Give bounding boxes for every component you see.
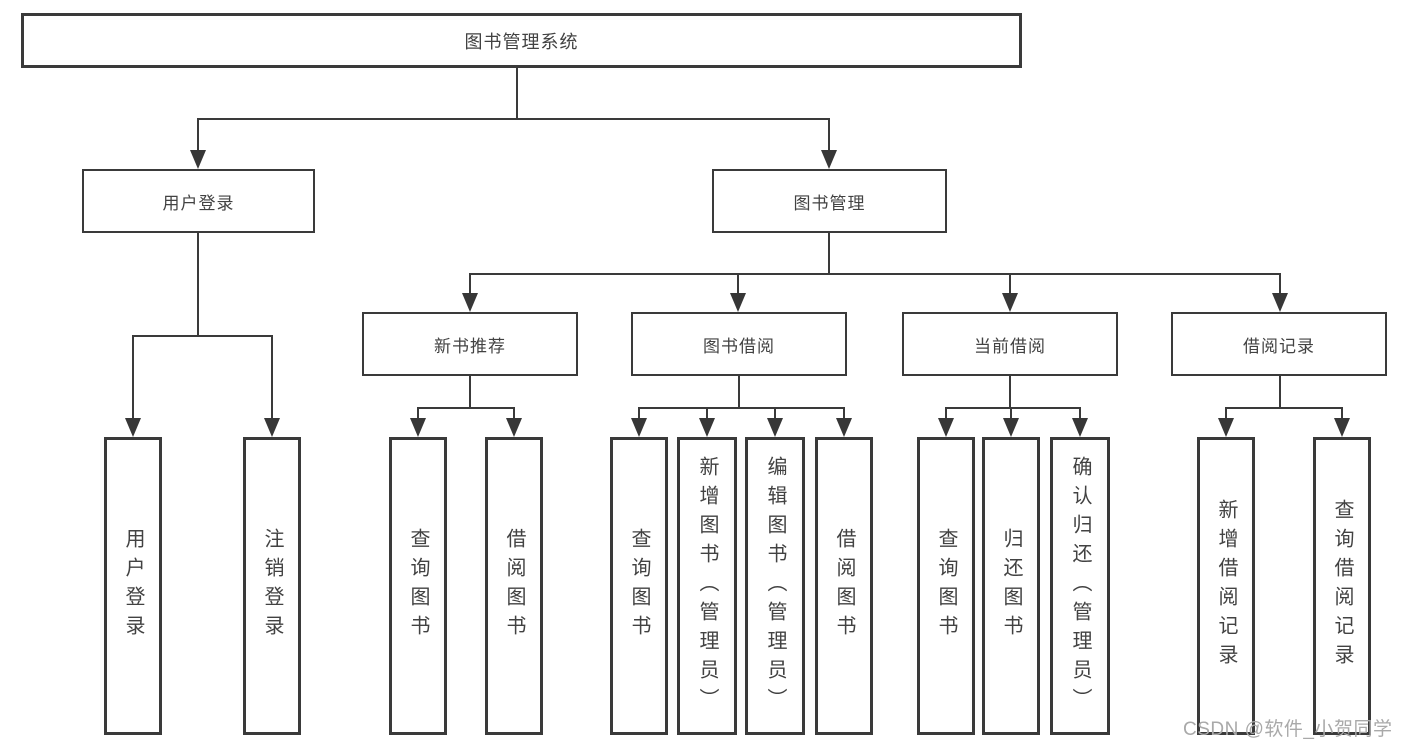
connector-drop <box>706 407 708 420</box>
arrow-down-icon <box>836 418 852 437</box>
arrow-down-icon <box>506 418 522 437</box>
node-leaf-add-borrow-record: 新增借阅记录 <box>1197 437 1255 735</box>
node-label: 图书管理系统 <box>464 31 579 52</box>
node-user-login: 用户登录 <box>82 169 315 233</box>
connector-drop <box>774 407 776 420</box>
node-label: 查询图书 <box>935 528 957 644</box>
connector-drop <box>1341 407 1343 420</box>
connector-book-mgmt-span <box>469 273 1281 275</box>
node-leaf-borrow-books-1: 借阅图书 <box>485 437 543 735</box>
node-book-management: 图书管理 <box>712 169 947 233</box>
arrow-down-icon <box>938 418 954 437</box>
node-leaf-query-books-3: 查询图书 <box>917 437 975 735</box>
connector-span <box>638 407 845 409</box>
node-label: 查询图书 <box>407 528 429 644</box>
node-label: 新增借阅记录 <box>1215 499 1237 673</box>
node-label: 借阅记录 <box>1243 336 1315 356</box>
node-leaf-query-books-2: 查询图书 <box>610 437 668 735</box>
connector-root-stem <box>516 66 518 120</box>
node-label: 用户登录 <box>122 528 144 644</box>
arrow-down-icon <box>631 418 647 437</box>
connector-drop <box>945 407 947 420</box>
arrow-down-icon <box>190 150 206 169</box>
arrow-down-icon <box>410 418 426 437</box>
node-leaf-confirm-return-admin: 确认归还（管理员） <box>1050 437 1110 735</box>
node-label: 编辑图书（管理员） <box>764 455 786 717</box>
node-leaf-borrow-books-2: 借阅图书 <box>815 437 873 735</box>
arrow-down-icon <box>125 418 141 437</box>
connector-book-mgmt-stem <box>828 233 830 275</box>
node-label: 查询图书 <box>628 528 650 644</box>
connector-drop <box>513 407 515 420</box>
node-book-borrowing: 图书借阅 <box>631 312 847 376</box>
node-leaf-query-borrow-record: 查询借阅记录 <box>1313 437 1371 735</box>
connector-root-drop-left <box>197 118 199 153</box>
node-label: 新增图书（管理员） <box>696 455 718 717</box>
node-label: 借阅图书 <box>503 528 525 644</box>
connector-user-login-span <box>132 335 273 337</box>
arrow-down-icon <box>264 418 280 437</box>
connector-stem <box>1009 376 1011 409</box>
node-label: 新书推荐 <box>434 336 506 356</box>
arrow-down-icon <box>1003 418 1019 437</box>
connector-stem <box>469 376 471 409</box>
connector-drop <box>1009 273 1011 295</box>
node-label: 借阅图书 <box>833 528 855 644</box>
connector-root-drop-right <box>828 118 830 153</box>
connector-drop <box>271 335 273 420</box>
connector-drop <box>1279 273 1281 295</box>
arrow-down-icon <box>462 293 478 312</box>
node-label: 用户登录 <box>162 193 235 213</box>
node-new-book-recommendation: 新书推荐 <box>362 312 578 376</box>
connector-drop <box>843 407 845 420</box>
node-leaf-add-books-admin: 新增图书（管理员） <box>677 437 737 735</box>
arrow-down-icon <box>1272 293 1288 312</box>
connector-stem <box>1279 376 1281 409</box>
arrow-down-icon <box>699 418 715 437</box>
arrow-down-icon <box>1218 418 1234 437</box>
node-leaf-query-books-1: 查询图书 <box>389 437 447 735</box>
connector-span <box>417 407 514 409</box>
arrow-down-icon <box>1002 293 1018 312</box>
arrow-down-icon <box>1334 418 1350 437</box>
connector-drop <box>1225 407 1227 420</box>
node-leaf-edit-books-admin: 编辑图书（管理员） <box>745 437 805 735</box>
connector-drop <box>737 273 739 295</box>
node-label: 图书借阅 <box>703 336 775 356</box>
node-label: 确认归还（管理员） <box>1069 455 1091 717</box>
connector-drop <box>1079 407 1081 420</box>
node-label: 查询借阅记录 <box>1331 499 1353 673</box>
watermark-text: CSDN @软件_小贺同学 <box>1183 719 1393 740</box>
node-library-management-system: 图书管理系统 <box>21 13 1022 68</box>
connector-stem <box>738 376 740 409</box>
connector-drop <box>469 273 471 295</box>
connector-drop <box>638 407 640 420</box>
connector-span <box>945 407 1081 409</box>
node-borrowing-records: 借阅记录 <box>1171 312 1387 376</box>
arrow-down-icon <box>1072 418 1088 437</box>
node-label: 当前借阅 <box>974 336 1046 356</box>
connector-drop <box>417 407 419 420</box>
node-leaf-user-login: 用户登录 <box>104 437 162 735</box>
arrow-down-icon <box>767 418 783 437</box>
node-leaf-return-books: 归还图书 <box>982 437 1040 735</box>
connector-root-span <box>197 118 830 120</box>
connector-drop <box>132 335 134 420</box>
node-current-borrowing: 当前借阅 <box>902 312 1118 376</box>
node-label: 归还图书 <box>1000 528 1022 644</box>
arrow-down-icon <box>730 293 746 312</box>
node-label: 注销登录 <box>261 528 283 644</box>
connector-user-login-stem <box>197 233 199 335</box>
node-label: 图书管理 <box>793 193 866 213</box>
arrow-down-icon <box>821 150 837 169</box>
node-leaf-logout: 注销登录 <box>243 437 301 735</box>
connector-span <box>1225 407 1343 409</box>
connector-drop <box>1010 407 1012 420</box>
